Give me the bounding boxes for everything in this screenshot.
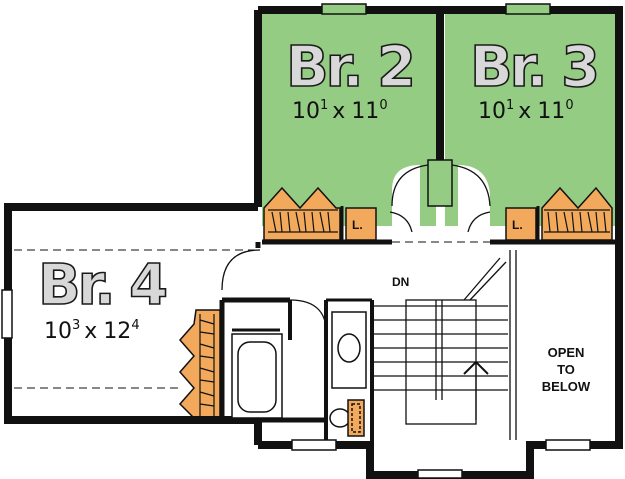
stair-label: DN [392,275,409,289]
br3-closets: L. [505,186,613,241]
br3-name: Br. 3 [470,35,597,100]
stairs [372,250,517,440]
windows [1,3,591,479]
bath-fixtures [329,311,367,437]
br2-name: Br. 2 [286,35,413,100]
open-line1: OPEN [548,345,585,360]
br4-name: Br. 4 [38,253,166,318]
br2-closets: L. [263,186,377,241]
closet-label-right: L. [512,218,523,232]
open-line3: BELOW [542,379,591,394]
br4-dashed-lines [14,241,615,389]
bathtub [231,333,283,419]
br4-closet [178,309,221,421]
closet-label-left: L. [352,218,363,232]
center-jamb [427,159,453,207]
door-swings [221,164,491,341]
open-line2: TO [557,362,575,377]
